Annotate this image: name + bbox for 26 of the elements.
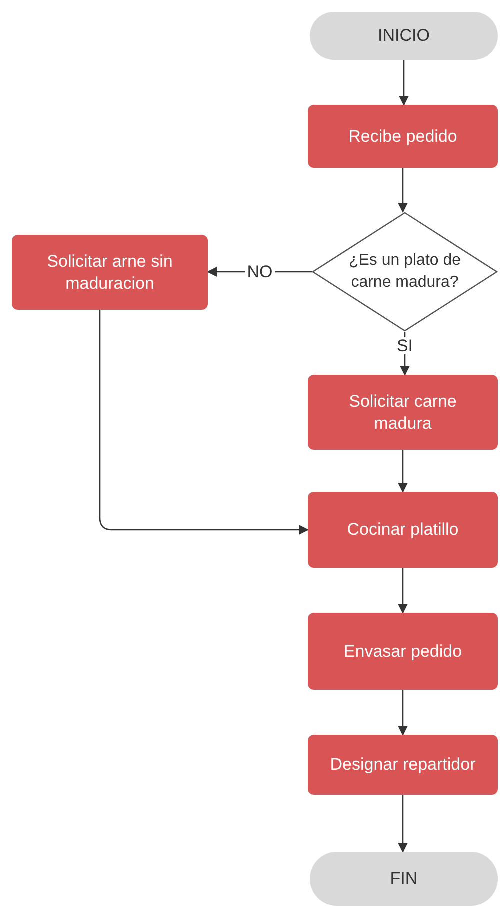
arrow xyxy=(398,450,408,493)
node-label: Solicitar arne sin maduracion xyxy=(46,250,174,294)
process-box xyxy=(12,235,208,310)
arrow xyxy=(99,310,309,535)
node-label: Solicitar carne madura xyxy=(348,390,458,434)
node-label: FIN xyxy=(390,868,418,890)
node-label: Designar repartidor xyxy=(330,754,476,776)
process-box xyxy=(308,735,498,795)
node-label: Envasar pedido xyxy=(344,640,462,662)
arrow xyxy=(398,795,408,853)
arrow xyxy=(398,568,408,614)
node-label: ¿Es un plato de carne madura? xyxy=(348,251,462,293)
node-label: Recibe pedido xyxy=(348,126,458,148)
edge-label: NO xyxy=(245,264,275,280)
process-box xyxy=(308,375,498,450)
arrow xyxy=(399,60,409,106)
arrow xyxy=(398,690,408,736)
arrow xyxy=(398,168,408,213)
node-label: Cocinar platillo xyxy=(347,519,459,541)
process-box xyxy=(308,613,498,690)
process-box xyxy=(308,492,498,568)
node-label: INICIO xyxy=(378,25,430,48)
decision-diamond xyxy=(312,212,498,332)
terminal-pill xyxy=(310,852,498,906)
terminal-pill xyxy=(310,12,498,60)
process-box xyxy=(308,105,498,168)
